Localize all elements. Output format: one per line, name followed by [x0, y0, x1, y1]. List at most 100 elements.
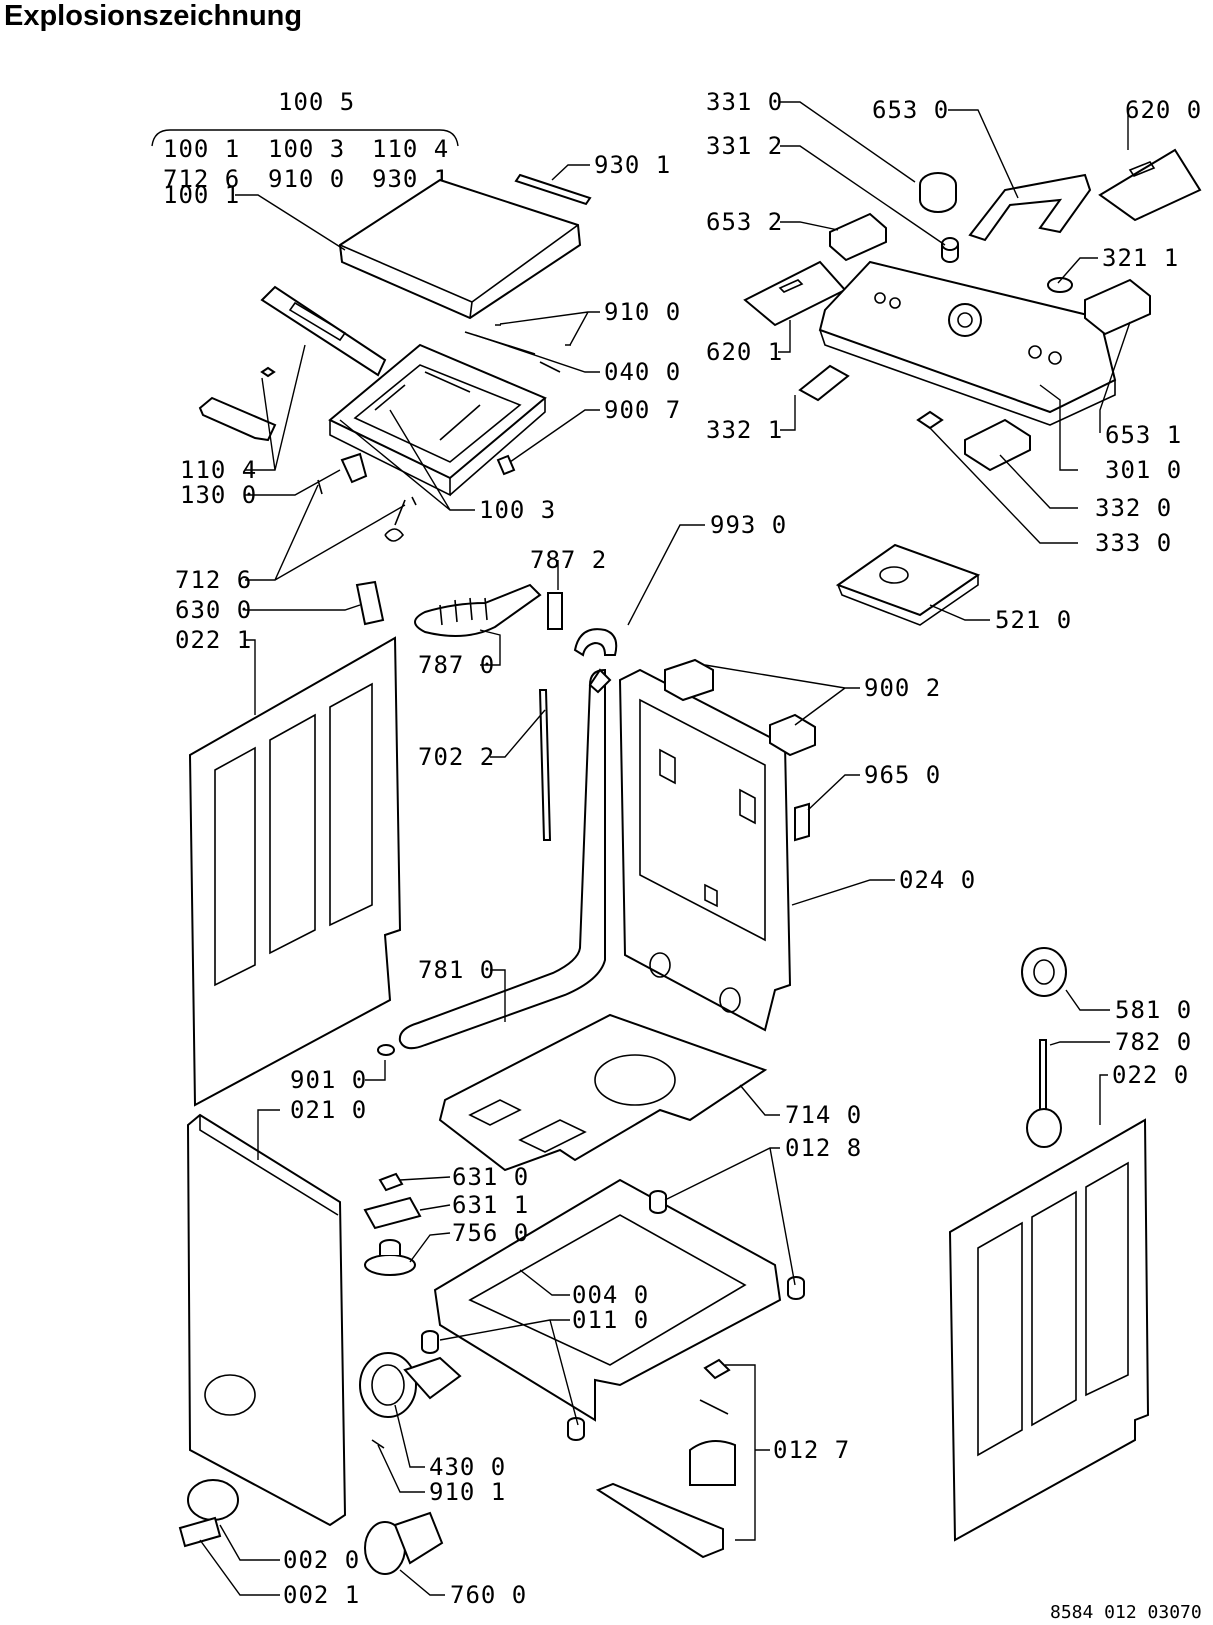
header-code: 100 5: [278, 88, 355, 116]
rod-782: [1039, 1039, 1047, 1111]
label-702-2: 702 2: [418, 743, 495, 771]
elbow-993: [573, 628, 618, 657]
foot-012-8-b: [787, 1276, 805, 1300]
part-631-1: [363, 1196, 422, 1230]
label-781-0: 781 0: [418, 956, 495, 984]
leader-lines: [199, 101, 1131, 1596]
part-012-7-rail: [595, 1482, 724, 1559]
knob-331: [919, 172, 960, 263]
part-900-2-a: [664, 658, 714, 702]
part-760: [364, 1511, 444, 1575]
clip-901: [377, 1044, 396, 1056]
header-row1-a: 100 1: [163, 135, 240, 163]
part-630: [355, 580, 385, 626]
label-900-2: 900 2: [864, 674, 941, 702]
label-756-0: 756 0: [452, 1219, 529, 1247]
pump-430: [359, 1352, 462, 1418]
frame-004: [433, 1178, 782, 1422]
button-321: [1047, 277, 1074, 293]
small-screw: [260, 366, 276, 378]
part-900-2-b: [769, 713, 816, 757]
label-581-0: 581 0: [1115, 996, 1192, 1024]
part-333: [916, 410, 944, 430]
label-631-1: 631 1: [452, 1191, 529, 1219]
label-620-1: 620 1: [706, 338, 783, 366]
label-331-2: 331 2: [706, 132, 783, 160]
motor-581: [1021, 947, 1068, 997]
label-430-0: 430 0: [429, 1453, 506, 1481]
label-782-0: 782 0: [1115, 1028, 1192, 1056]
label-321-1: 321 1: [1102, 244, 1179, 272]
label-620-0: 620 0: [1125, 96, 1202, 124]
base-714: [438, 1013, 768, 1172]
header-row1-c: 110 4: [372, 135, 449, 163]
header-row1-b: 100 3: [268, 135, 345, 163]
label-901-0: 901 0: [290, 1066, 367, 1094]
label-630-0: 630 0: [175, 596, 252, 624]
part-965: [794, 802, 810, 842]
label-910-1: 910 1: [429, 1478, 506, 1506]
label-653-2: 653 2: [706, 208, 783, 236]
label-900-7: 900 7: [604, 396, 681, 424]
part-002: [178, 1479, 240, 1548]
label-332-0: 332 0: [1095, 494, 1172, 522]
pcb-620-0: [1098, 148, 1202, 222]
label-024-0: 024 0: [899, 866, 976, 894]
foot-011-a: [421, 1330, 439, 1354]
part-labels: 930 1 100 1 910 0 040 0 900 7 110 4 130 …: [163, 88, 1202, 1609]
label-011-0: 011 0: [572, 1306, 649, 1334]
label-787-0: 787 0: [418, 651, 495, 679]
label-100-3: 100 3: [479, 496, 556, 524]
spring-712: [317, 479, 417, 542]
label-930-1: 930 1: [594, 151, 671, 179]
label-993-0: 993 0: [710, 511, 787, 539]
pulley: [1026, 1108, 1063, 1148]
module-521: [835, 543, 981, 626]
part-012-7-cap: [703, 1358, 731, 1380]
label-110-4: 110 4: [180, 456, 257, 484]
label-100-1: 100 1: [163, 181, 240, 209]
foot-012-8-a: [649, 1190, 667, 1214]
part-653-2: [829, 212, 887, 262]
label-965-0: 965 0: [864, 761, 941, 789]
console-301: [818, 260, 1117, 426]
label-787-2: 787 2: [530, 546, 607, 574]
side-panel-022-1: [188, 636, 402, 1107]
label-333-0: 333 0: [1095, 529, 1172, 557]
screw-910-1: [371, 1439, 385, 1449]
part-910-0: [464, 324, 571, 373]
label-002-1: 002 1: [283, 1581, 360, 1609]
hose-781: [398, 668, 612, 1050]
part-631-0: [378, 1172, 404, 1192]
label-130-0: 130 0: [180, 481, 257, 509]
document-number: 8584 012 03070: [1050, 1602, 1202, 1623]
label-760-0: 760 0: [450, 1581, 527, 1609]
label-021-0: 021 0: [290, 1096, 367, 1124]
label-332-1: 332 1: [706, 416, 783, 444]
label-012-7: 012 7: [773, 1436, 850, 1464]
label-301-0: 301 0: [1105, 456, 1182, 484]
label-022-0: 022 0: [1112, 1061, 1189, 1089]
part-332-0: [964, 418, 1031, 472]
hinge-part-110: [198, 396, 277, 442]
part-900-7: [496, 454, 516, 476]
bracket-653-0: [968, 173, 1092, 242]
label-910-0: 910 0: [604, 298, 681, 326]
side-panel-022-0: [948, 1118, 1150, 1542]
label-653-1: 653 1: [1105, 421, 1182, 449]
label-653-0: 653 0: [872, 96, 949, 124]
front-panel-021: [186, 1113, 347, 1527]
label-012-8: 012 8: [785, 1134, 862, 1162]
rear-frame-024: [618, 668, 792, 1032]
header-brace: [151, 129, 459, 147]
label-004-0: 004 0: [572, 1281, 649, 1309]
hose-702: [538, 689, 552, 841]
label-040-0: 040 0: [604, 358, 681, 386]
label-022-1: 022 1: [175, 626, 252, 654]
part-653-1: [1084, 278, 1151, 336]
part-756: [364, 1239, 417, 1276]
header-row2-b: 910 0: [268, 165, 345, 193]
part-332-1: [798, 364, 850, 402]
label-631-0: 631 0: [452, 1163, 529, 1191]
